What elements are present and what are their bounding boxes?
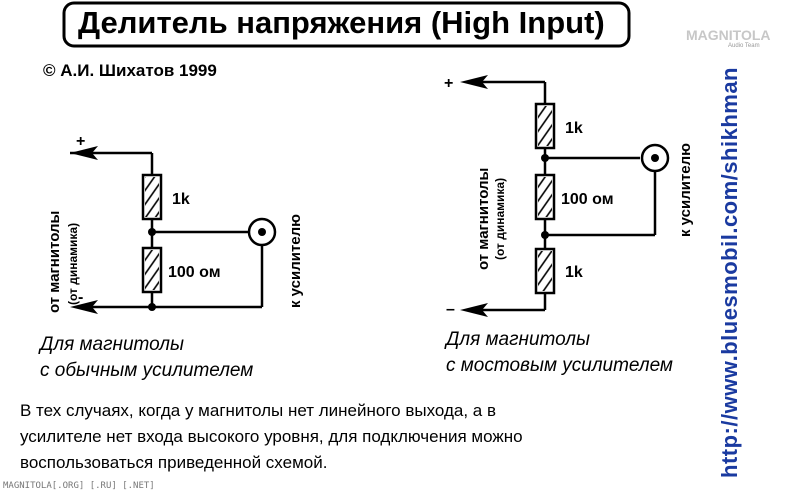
right-plus-sign: + <box>444 75 453 92</box>
right-source-label: от магнитолы <box>475 168 492 270</box>
right-plus-arrow <box>460 75 488 89</box>
left-divider-circuit: 1k 100 ом + - от магнитолы (от динамика)… <box>46 133 304 314</box>
description-line-1: В тех случаях, когда у магнитолы нет лин… <box>20 401 496 420</box>
left-source-label: от магнитолы <box>46 211 63 313</box>
left-output-label: к усилителю <box>287 214 304 308</box>
title-frame <box>62 1 631 48</box>
right-resistor-100-label: 100 ом <box>561 191 614 208</box>
left-plus-arrow <box>70 146 98 160</box>
svg-text:Audio Team: Audio Team <box>728 43 760 49</box>
right-output-label: к усилителю <box>677 143 694 237</box>
description-line-2: усилителе нет входа высокого уровня, для… <box>20 427 523 446</box>
left-caption-line1: Для магнитолы <box>38 334 184 355</box>
left-minus-sign: - <box>78 289 83 306</box>
left-resistor-1k-label: 1k <box>172 191 190 208</box>
right-caption-line2: с мостовым усилителем <box>446 355 673 376</box>
right-bridge-divider-circuit: 1k 100 ом 1k + – от магнитолы (от динами… <box>444 75 694 318</box>
side-url: http://www.bluesmobil.com/shikhman <box>717 67 742 478</box>
svg-text:MAGNITOLA: MAGNITOLA <box>686 27 771 43</box>
left-plus-sign: + <box>76 133 85 150</box>
page-title: Делитель напряжения (High Input) <box>78 5 605 40</box>
right-caption-line1: Для магнитолы <box>444 329 590 350</box>
left-minus-arrow <box>70 300 98 314</box>
left-resistor-100-label: 100 ом <box>168 264 221 281</box>
right-minus-sign: – <box>446 301 455 318</box>
right-minus-arrow <box>460 303 488 317</box>
left-caption-line2: с обычным усилителем <box>40 360 253 381</box>
right-source-sublabel: (от динамика) <box>493 178 507 260</box>
description-line-3: воспользоваться приведенной схемой. <box>20 453 327 472</box>
left-source-sublabel: (от динамика) <box>66 223 80 305</box>
right-resistor-top-label: 1k <box>565 120 583 137</box>
right-resistor-bottom-label: 1k <box>565 264 583 281</box>
footer-watermark: MAGNITOLA[.ORG] [.RU] [.NET] <box>3 481 155 491</box>
magnitola-logo: MAGNITOLA Audio Team <box>686 27 771 49</box>
copyright-text: © А.И. Шихатов 1999 <box>43 61 217 80</box>
